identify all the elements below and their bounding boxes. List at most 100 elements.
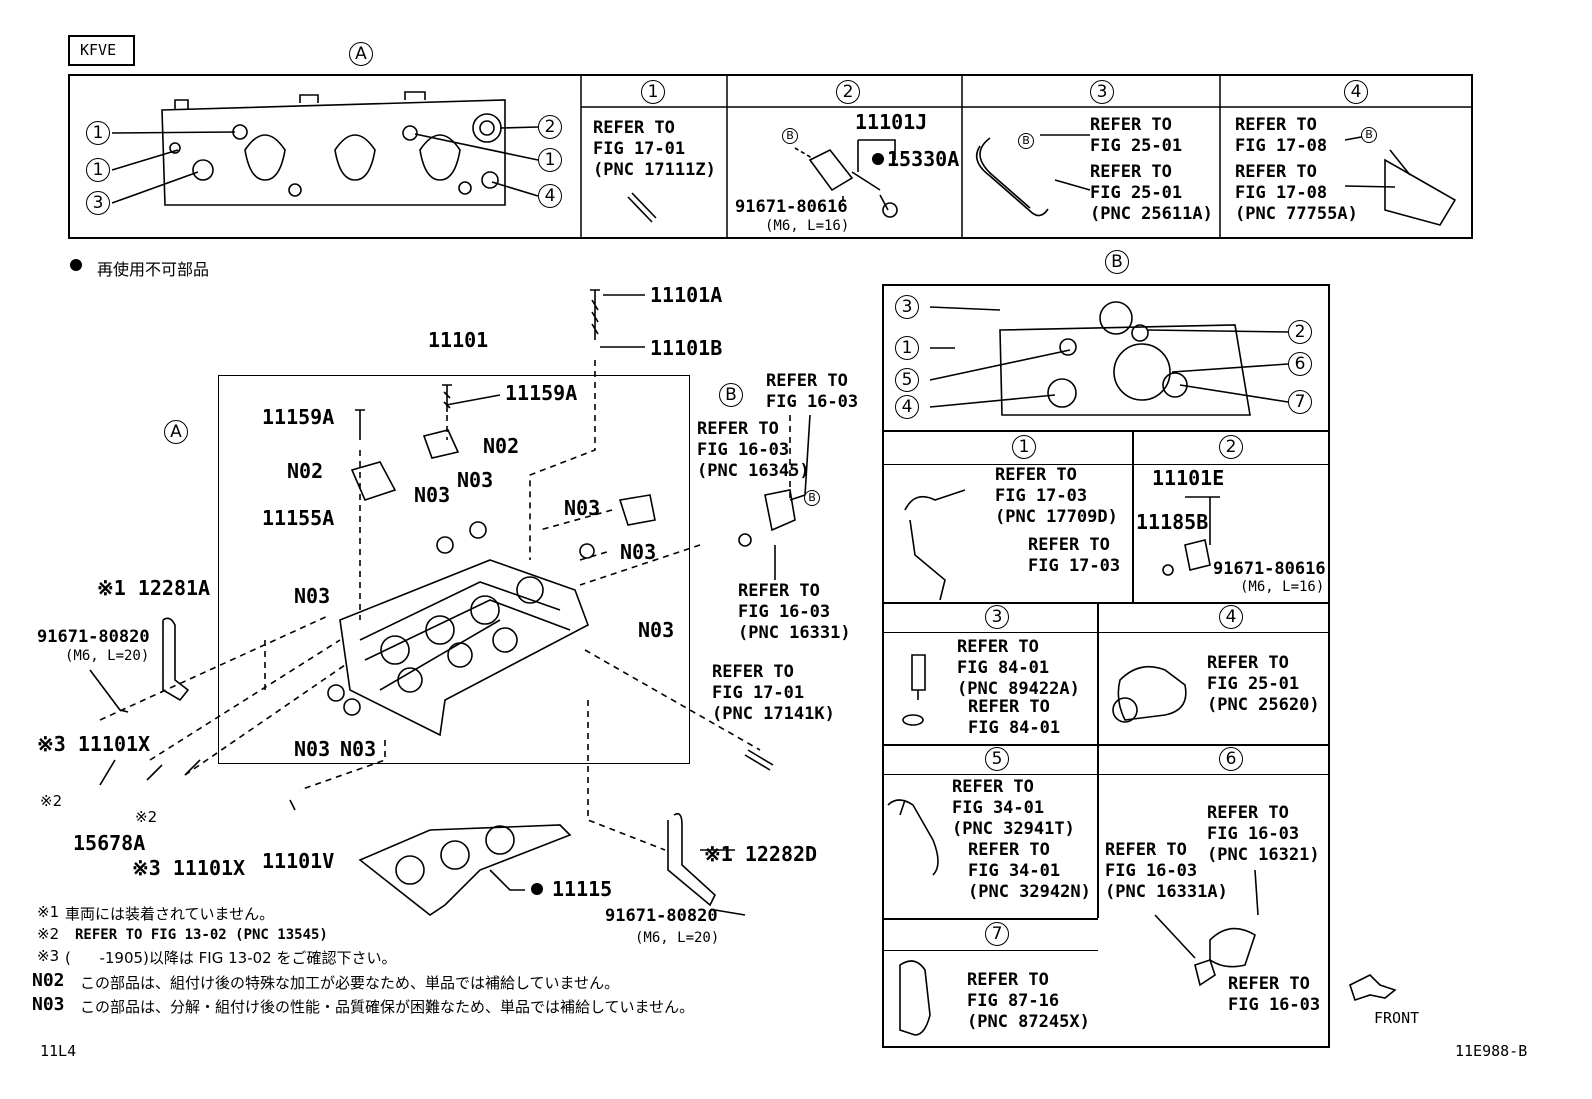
col1-refer: REFER TO FIG 17-01 (PNC 17111Z) bbox=[593, 118, 716, 180]
rp-c6-refer-a: REFER TO FIG 16-03 (PNC 16331A) bbox=[1105, 840, 1228, 902]
rp-divider-3 bbox=[1132, 430, 1134, 602]
col2-nonreuse-15330A: 15330A bbox=[887, 147, 960, 171]
rp-section-1-number: 1 bbox=[1012, 435, 1036, 459]
note-5-mark: N03 bbox=[32, 994, 65, 1015]
label-N03-4: N03 bbox=[620, 540, 657, 564]
label-N03-7: N03 bbox=[294, 737, 331, 761]
bolt-91671-80820-left: 91671-80820 bbox=[37, 627, 150, 647]
bolt-spec-left: (M6, L=20) bbox=[65, 648, 150, 664]
label-N02-left: N02 bbox=[287, 459, 324, 483]
rp-section-4-number: 4 bbox=[1219, 605, 1243, 629]
rp-divider-6 bbox=[1097, 602, 1099, 918]
rp-section-7-number: 7 bbox=[985, 922, 1009, 946]
label-11101B: 11101B bbox=[650, 336, 723, 360]
top-callout-1b: 1 bbox=[86, 158, 110, 182]
label-11115: 11115 bbox=[552, 877, 613, 901]
rp-c2-11101E: 11101E bbox=[1152, 466, 1225, 490]
front-label: FRONT bbox=[1374, 1009, 1420, 1027]
rp-c2-bolt: 91671-80616 bbox=[1213, 559, 1326, 579]
col2-bolt: 91671-80616 bbox=[735, 197, 848, 217]
rp-divider-10 bbox=[882, 950, 1098, 951]
note-3-text: ( -1905)以降は FIG 13-02 をご確認下さい。 bbox=[65, 949, 397, 967]
rp-c7-refer: REFER TO FIG 87-16 (PNC 87245X) bbox=[967, 970, 1090, 1032]
col4-refer-a: REFER TO FIG 17-08 bbox=[1235, 115, 1328, 156]
label-15678A: 15678A bbox=[73, 831, 146, 855]
nonreuse-legend: 再使用不可部品 bbox=[97, 260, 210, 279]
label-11101X-bottom: ※3 11101X bbox=[132, 856, 246, 880]
note-5-text: この部品は、分解・組付け後の性能・品質確保が困難なため、単品では補給していません… bbox=[80, 998, 695, 1016]
rp-callout-6: 6 bbox=[1288, 352, 1312, 376]
label-N03-3: N03 bbox=[564, 496, 601, 520]
col4-refer-b: REFER TO FIG 17-08 (PNC 77755A) bbox=[1235, 162, 1358, 224]
ref-16345: REFER TO FIG 16-03 (PNC 16345) bbox=[697, 419, 810, 481]
rp-section-6-number: 6 bbox=[1219, 747, 1243, 771]
label-12282D: ※1 12282D bbox=[704, 842, 818, 866]
rp-c2-bolt-spec: (M6, L=16) bbox=[1240, 579, 1325, 595]
note-1-mark: ※1 bbox=[37, 903, 60, 921]
top-panel-frame bbox=[68, 74, 1473, 239]
rp-section-2-number: 2 bbox=[1219, 435, 1243, 459]
engine-code: KFVE bbox=[80, 41, 117, 59]
ref-17141K: REFER TO FIG 17-01 (PNC 17141K) bbox=[712, 662, 835, 724]
label-11101X-top: ※3 11101X bbox=[37, 732, 151, 756]
main-assembly-frame bbox=[218, 375, 690, 764]
col3-refer-b: REFER TO FIG 25-01 (PNC 25611A) bbox=[1090, 162, 1213, 224]
label-N03-1: N03 bbox=[414, 483, 451, 507]
label-N03-6: N03 bbox=[638, 618, 675, 642]
rp-c1-refer-a: REFER TO FIG 17-03 (PNC 17709D) bbox=[995, 465, 1118, 527]
view-a-marker: A bbox=[349, 42, 373, 66]
label-N03-5: N03 bbox=[294, 584, 331, 608]
top-callout-4: 4 bbox=[538, 184, 562, 208]
view-b-arrow-marker: B bbox=[719, 383, 743, 407]
top-col-1-number: 1 bbox=[641, 80, 665, 104]
col3-ref-b: B bbox=[1018, 133, 1034, 149]
rp-section-3-number: 3 bbox=[985, 605, 1009, 629]
rp-callout-4: 4 bbox=[895, 395, 919, 419]
rp-divider-9 bbox=[882, 918, 1098, 920]
note-2-mark: ※2 bbox=[37, 925, 60, 943]
label-N02-right: N02 bbox=[483, 434, 520, 458]
label-11159A-left: 11159A bbox=[262, 405, 335, 429]
right-panel-frame bbox=[882, 284, 1330, 1048]
label-11101V: 11101V bbox=[262, 849, 335, 873]
rp-c5-refer-a: REFER TO FIG 34-01 (PNC 32941T) bbox=[952, 777, 1075, 839]
rp-divider-2 bbox=[882, 464, 1330, 465]
rp-callout-1: 1 bbox=[895, 336, 919, 360]
label-N03-8: N03 bbox=[340, 737, 377, 761]
sensor-ref-b: B bbox=[804, 490, 820, 506]
ref-16331: REFER TO FIG 16-03 (PNC 16331) bbox=[738, 581, 851, 643]
col4-ref-b: B bbox=[1361, 127, 1377, 143]
top-callout-1c: 1 bbox=[538, 148, 562, 172]
col3-refer-a: REFER TO FIG 25-01 bbox=[1090, 115, 1183, 156]
col2-bolt-spec: (M6, L=16) bbox=[765, 218, 850, 234]
rp-c2-11185B: 11185B bbox=[1136, 510, 1209, 534]
rp-divider-4 bbox=[882, 602, 1330, 604]
note-3-mark: ※3 bbox=[37, 947, 60, 965]
col2-ref-b: B bbox=[782, 128, 798, 144]
rp-callout-2: 2 bbox=[1288, 320, 1312, 344]
rp-callout-3: 3 bbox=[895, 295, 919, 319]
label-N03-2: N03 bbox=[457, 468, 494, 492]
note-4-text: この部品は、組付け後の特殊な加工が必要なため、単品では補給していません。 bbox=[80, 974, 620, 992]
note2-marker-a: ※2 bbox=[40, 792, 63, 810]
top-callout-3: 3 bbox=[86, 191, 110, 215]
label-12281A: ※1 12281A bbox=[97, 576, 211, 600]
engine-code-box bbox=[68, 35, 135, 66]
top-col-3-number: 3 bbox=[1090, 80, 1114, 104]
label-11159A-right: 11159A bbox=[505, 381, 578, 405]
view-b-panel-marker: B bbox=[1105, 250, 1129, 274]
note2-marker-b: ※2 bbox=[135, 808, 158, 826]
label-11101: 11101 bbox=[428, 328, 489, 352]
rp-divider-8 bbox=[882, 774, 1330, 775]
col2-part-11101J: 11101J bbox=[855, 110, 928, 134]
rp-divider-7 bbox=[882, 744, 1330, 746]
top-col-2-number: 2 bbox=[836, 80, 860, 104]
footer-left-code: 11L4 bbox=[40, 1042, 77, 1060]
rp-divider-5 bbox=[882, 632, 1330, 633]
label-11155A: 11155A bbox=[262, 506, 335, 530]
top-callout-1a: 1 bbox=[86, 121, 110, 145]
label-11101A: 11101A bbox=[650, 283, 723, 307]
rp-callout-7: 7 bbox=[1288, 390, 1312, 414]
top-col-4-number: 4 bbox=[1344, 80, 1368, 104]
